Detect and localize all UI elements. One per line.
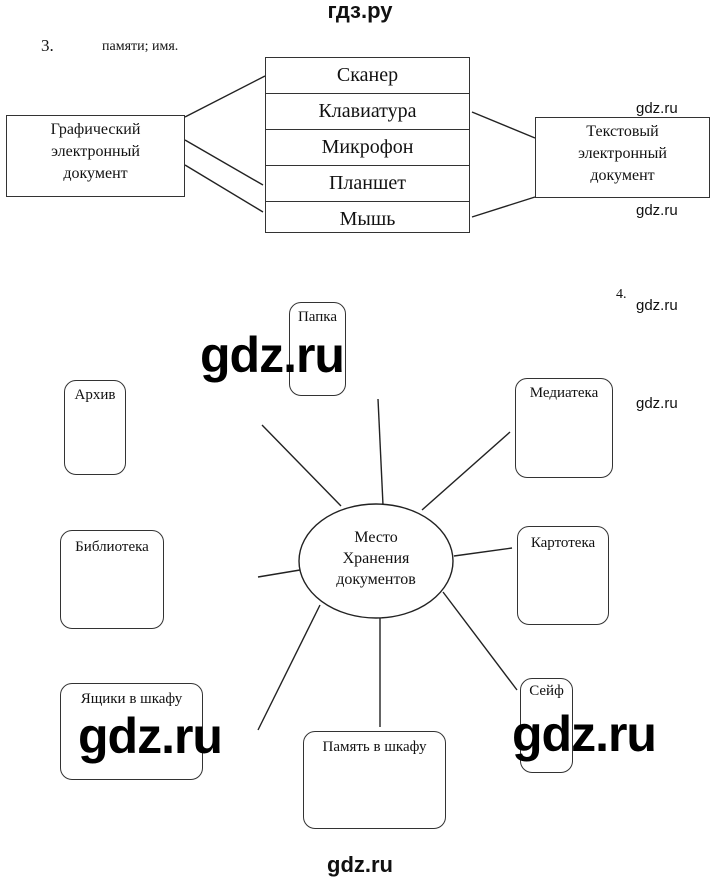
task4-number: 4.: [616, 287, 627, 302]
watermark-big-2: gdz.ru: [78, 708, 223, 764]
center-line-2: Хранения: [342, 550, 410, 567]
node-drawers: Ящики в шкафу: [60, 683, 203, 780]
line-center-to-archive: [261, 424, 342, 507]
line-center-to-folder: [377, 398, 384, 506]
line-graphic-to-tablet: [184, 139, 264, 186]
center-ellipse: [298, 503, 454, 619]
node-memory: Память в шкафу: [303, 731, 446, 829]
line-center-to-kartoteka: [453, 547, 513, 557]
task3-note: памяти; имя.: [102, 39, 179, 54]
text-doc-line-3: документ: [590, 167, 655, 184]
node-folder: Папка: [289, 302, 346, 396]
text-doc-line-1: Текстовый: [586, 123, 659, 140]
watermark-small-3: gdz.ru: [636, 297, 678, 314]
graphic-doc-line-1: Графический: [50, 121, 141, 138]
device-tablet: Планшет: [266, 166, 469, 202]
text-document-box: Текстовый электронный документ: [535, 117, 710, 198]
line-graphic-to-scanner: [184, 75, 266, 118]
device-keyboard: Клавиатура: [266, 94, 469, 130]
header-site-name: гдз.ру: [327, 0, 393, 23]
node-safe: Сейф: [520, 678, 573, 773]
graphic-doc-line-3: документ: [63, 165, 128, 182]
text-doc-line-2: электронный: [578, 145, 667, 162]
node-kartoteka: Картотека: [517, 526, 609, 625]
input-devices-table: Сканер Клавиатура Микрофон Планшет Мышь: [265, 57, 470, 233]
watermark-small-2: gdz.ru: [636, 202, 678, 219]
line-center-to-safe: [442, 591, 518, 691]
node-mediateka: Медиатека: [515, 378, 613, 478]
watermark-big-3: gdz.ru: [512, 706, 657, 762]
device-microphone: Микрофон: [266, 130, 469, 166]
line-center-to-library: [257, 569, 301, 578]
center-line-1: Место: [354, 529, 398, 546]
line-center-to-mediateka: [421, 431, 511, 511]
line-graphic-to-mouse: [184, 164, 264, 213]
center-line-3: документов: [336, 571, 416, 588]
watermark-bottom: gdz.ru: [327, 852, 393, 877]
node-library: Библиотека: [60, 530, 164, 629]
graphic-document-box: Графический электронный документ: [6, 115, 185, 197]
watermark-small-1: gdz.ru: [636, 100, 678, 117]
task3-number: 3.: [41, 36, 54, 55]
device-mouse: Мышь: [339, 208, 396, 230]
device-scanner: Сканер: [266, 58, 469, 94]
center-label: Место Хранения документов: [300, 527, 452, 590]
graphic-doc-line-2: электронный: [51, 143, 140, 160]
line-text-to-keyboard: [471, 111, 536, 139]
watermark-small-4: gdz.ru: [636, 395, 678, 412]
line-text-to-mouse: [471, 196, 536, 218]
line-center-to-drawers: [257, 604, 321, 731]
watermark-big-1: gdz.ru: [200, 327, 345, 383]
node-archive: Архив: [64, 380, 126, 475]
